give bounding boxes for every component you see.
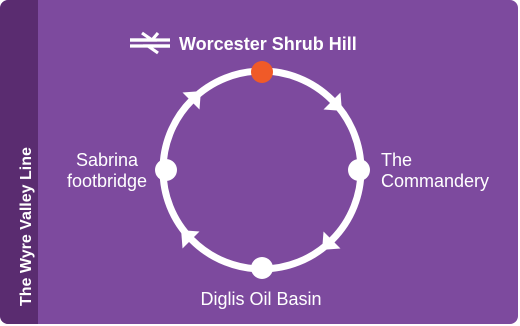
direction-arrow-icon: [182, 91, 201, 110]
station-label-line: footbridge: [66, 171, 148, 191]
line-name-bar: The Wyre Valley Line: [0, 0, 38, 324]
station-label-the-commandery: The Commandery: [381, 150, 518, 192]
stop-the-commandery: [348, 159, 370, 181]
station-label-line: Sabrina: [75, 150, 139, 170]
stop-worcester-shrub-hill: [251, 61, 273, 83]
station-label-sabrina-footbridge: Sabrina footbridge: [52, 150, 162, 192]
station-label-diglis-oil-basin: Diglis Oil Basin: [200, 289, 322, 309]
direction-arrow-icon: [323, 92, 342, 111]
stop-sabrina-footbridge: [155, 159, 177, 181]
direction-arrow-icon: [181, 230, 200, 249]
direction-arrow-icon: [322, 231, 341, 250]
national-rail-icon: [130, 31, 170, 55]
stop-diglis-oil-basin: [251, 257, 273, 279]
station-label-line: The: [381, 150, 413, 170]
station-label-line: Commandery: [381, 171, 490, 191]
station-label-worcester-shrub-hill: Worcester Shrub Hill: [179, 34, 357, 54]
